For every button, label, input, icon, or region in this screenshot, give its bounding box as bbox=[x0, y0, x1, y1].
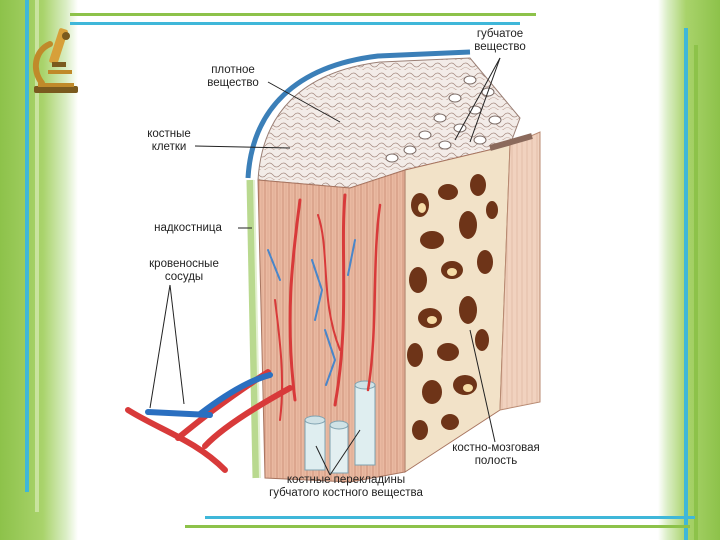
top-bar-green bbox=[70, 13, 536, 16]
left-bar-cyan bbox=[25, 0, 29, 492]
spongy-top-cells bbox=[385, 75, 502, 163]
top-bar-cyan bbox=[70, 22, 520, 25]
label-bone-cells: костные клетки bbox=[147, 128, 191, 153]
periosteum-layer bbox=[245, 49, 471, 179]
label-marrow-cavity: костно-мозговая полость bbox=[452, 442, 540, 467]
right-bar-green bbox=[694, 45, 698, 540]
internal-arteries bbox=[274, 193, 382, 421]
right-green-border bbox=[658, 0, 720, 540]
label-pointers bbox=[149, 57, 501, 476]
osteon-columns bbox=[304, 380, 376, 474]
bottom-bar-cyan bbox=[205, 516, 695, 519]
bone-top-surface bbox=[257, 57, 521, 189]
microscope-icon bbox=[32, 28, 78, 93]
internal-veins bbox=[267, 239, 356, 386]
label-blood-vessels: кровеносные сосуды bbox=[149, 258, 219, 283]
label-trabeculae: костные перекладины губчатого костного в… bbox=[269, 474, 423, 499]
left-bar-green bbox=[35, 0, 39, 512]
right-bar-cyan bbox=[684, 28, 688, 540]
bottom-bar-green bbox=[185, 525, 690, 528]
label-periosteum: надкостница bbox=[154, 222, 222, 234]
label-spongy-substance: губчатое вещество bbox=[474, 28, 526, 53]
external-vein bbox=[145, 372, 273, 418]
label-compact-substance: плотное вещество bbox=[207, 64, 259, 89]
